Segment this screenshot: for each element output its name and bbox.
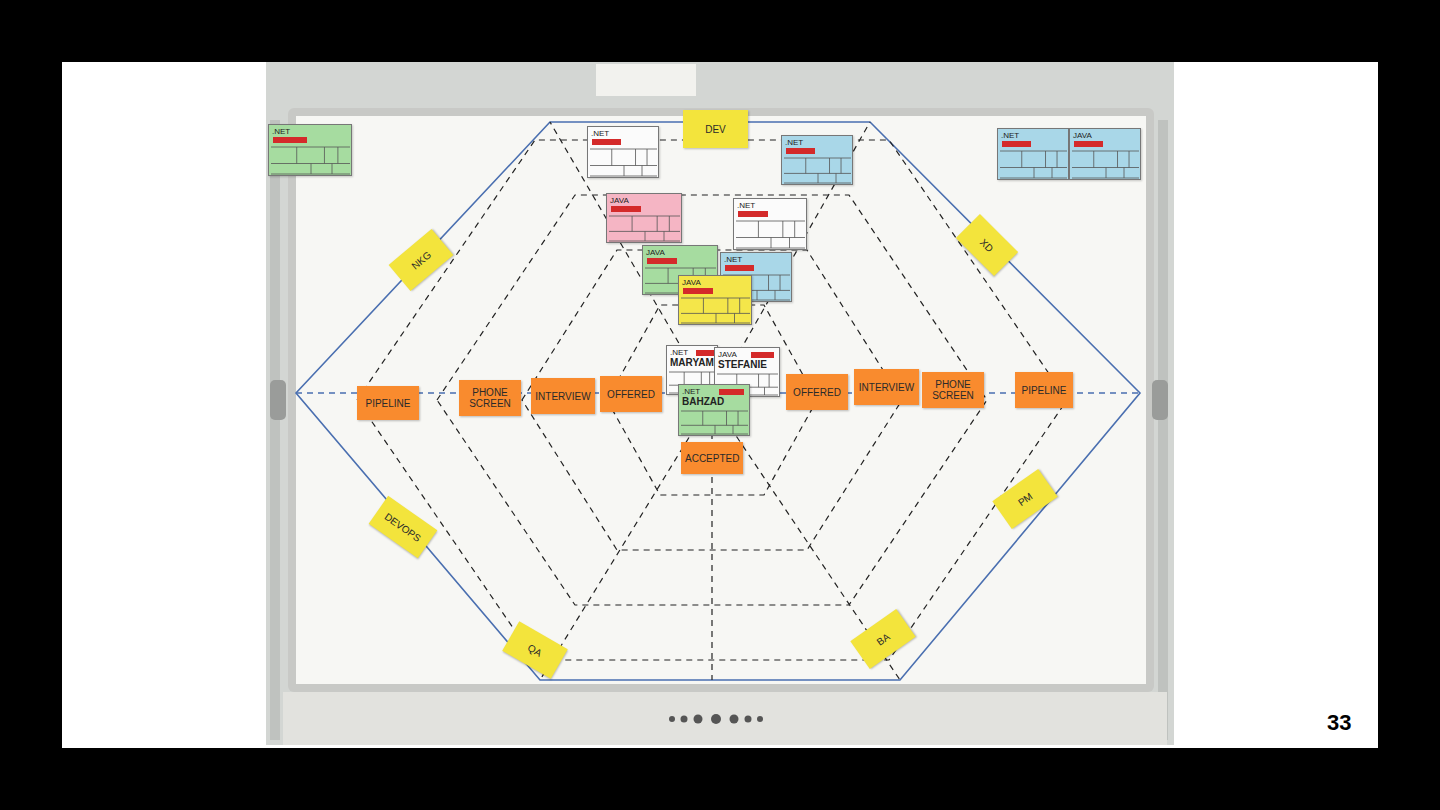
card-track: JAVA bbox=[718, 350, 776, 359]
redaction-bar bbox=[1074, 141, 1103, 147]
sticky-note: OFFERED bbox=[600, 376, 662, 412]
candidate-card: JAVA bbox=[606, 193, 682, 243]
sticky-note: PIPELINE bbox=[357, 386, 419, 420]
tray-dots bbox=[669, 714, 763, 724]
card-track: JAVA bbox=[682, 278, 748, 287]
page-number: 33 bbox=[1327, 710, 1351, 736]
board-knob bbox=[1152, 380, 1168, 420]
redaction-bar bbox=[725, 265, 754, 271]
card-track: .NET bbox=[591, 129, 655, 138]
card-track: JAVA bbox=[610, 196, 678, 205]
candidate-card: .NET bbox=[997, 128, 1069, 180]
sticky-note: OFFERED bbox=[786, 374, 848, 410]
sticky-label: PIPELINE bbox=[361, 398, 415, 409]
redaction-bar bbox=[719, 389, 744, 395]
sticky-note: ACCEPTED bbox=[681, 442, 743, 474]
candidate-name: BAHZAD bbox=[682, 396, 746, 407]
card-track: JAVA bbox=[646, 248, 714, 257]
candidate-card: .NET bbox=[268, 124, 352, 176]
board-surface bbox=[296, 116, 1146, 684]
redaction-bar bbox=[696, 350, 714, 356]
card-track: .NET bbox=[1001, 131, 1065, 140]
card-track: .NET bbox=[737, 201, 803, 210]
sticky-note: DEV bbox=[683, 110, 748, 148]
sticky-label: PIPELINE bbox=[1019, 385, 1069, 396]
sticky-note: INTERVIEW bbox=[854, 369, 919, 405]
redaction-bar bbox=[683, 288, 713, 294]
redaction-bar bbox=[1002, 141, 1031, 147]
card-track: .NET bbox=[670, 348, 714, 357]
redaction-bar bbox=[647, 258, 677, 264]
candidate-card: .NETBAHZAD bbox=[678, 384, 750, 436]
candidate-name: STEFANIE bbox=[718, 359, 776, 370]
card-track: .NET bbox=[682, 387, 746, 396]
sticky-note: PHONE SCREEN bbox=[922, 372, 984, 408]
diamond-outline bbox=[296, 122, 1140, 680]
card-track: .NET bbox=[272, 127, 348, 136]
sticky-label: PHONE SCREEN bbox=[926, 379, 980, 401]
ceiling-light bbox=[596, 64, 696, 96]
redaction-bar bbox=[751, 352, 774, 358]
candidate-card: .NET bbox=[781, 135, 853, 185]
redaction-bar bbox=[611, 206, 641, 212]
candidate-card: .NET bbox=[733, 198, 807, 250]
sticky-note: PIPELINE bbox=[1015, 372, 1073, 408]
candidate-card: JAVA bbox=[678, 275, 752, 325]
board-knob bbox=[270, 380, 286, 420]
card-track: .NET bbox=[785, 138, 849, 147]
sticky-label: INTERVIEW bbox=[858, 382, 915, 393]
card-track: .NET bbox=[724, 255, 788, 264]
sticky-label: ACCEPTED bbox=[685, 453, 739, 464]
redaction-bar bbox=[592, 139, 621, 145]
sticky-label: DEV bbox=[687, 124, 744, 135]
sticky-label: INTERVIEW bbox=[535, 391, 591, 402]
stage-rings bbox=[357, 122, 1067, 680]
tray bbox=[283, 692, 1167, 745]
candidate-card: .NET bbox=[587, 126, 659, 178]
redaction-bar bbox=[786, 148, 815, 154]
sticky-note: INTERVIEW bbox=[531, 378, 595, 414]
easel-leg bbox=[1158, 120, 1168, 740]
board-frame bbox=[288, 108, 1154, 692]
card-track: JAVA bbox=[1073, 131, 1137, 140]
sticky-label: OFFERED bbox=[790, 387, 844, 398]
sticky-label: OFFERED bbox=[604, 389, 658, 400]
wall bbox=[266, 62, 1174, 745]
sticky-note: PHONE SCREEN bbox=[459, 380, 521, 416]
slide-ground bbox=[62, 62, 1378, 748]
sticky-label: PHONE SCREEN bbox=[463, 387, 517, 409]
redaction-bar bbox=[273, 137, 307, 143]
candidate-name: MARYAM bbox=[670, 357, 714, 368]
redaction-bar bbox=[738, 211, 768, 217]
candidate-card: JAVA bbox=[1069, 128, 1141, 180]
easel-leg bbox=[270, 120, 280, 740]
